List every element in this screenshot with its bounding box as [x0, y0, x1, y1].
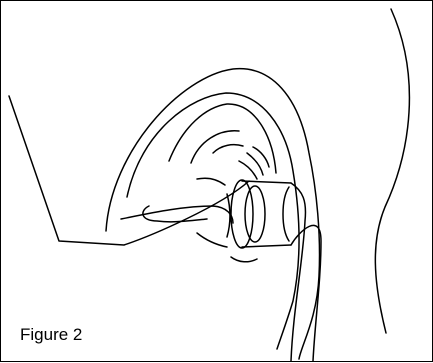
figure-caption: Figure 2: [20, 325, 82, 345]
antihelix: [169, 104, 276, 173]
ear-helix: [106, 69, 320, 359]
probe-body: [242, 181, 291, 183]
neck-outline: [375, 9, 409, 333]
ear-canal: [121, 206, 233, 223]
head-outline: [9, 96, 249, 245]
